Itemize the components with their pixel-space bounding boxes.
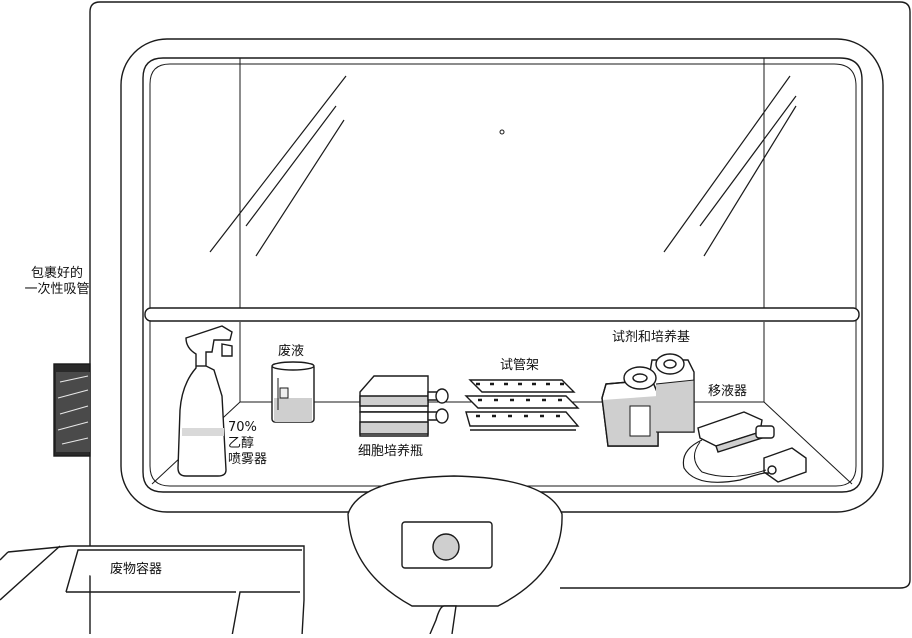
culture-flasks	[359, 375, 449, 437]
label-waste-liquid: 废液	[278, 344, 305, 359]
cabinet-body	[89, 1, 911, 636]
work-area-corner-right	[763, 401, 853, 485]
waste-container	[0, 545, 305, 637]
glass-glare-left	[209, 75, 347, 257]
window-inner-frame	[142, 57, 863, 493]
label-pipettor: 移液器	[708, 384, 748, 399]
wrapped-pipettes	[53, 363, 91, 457]
label-ethanol-spray: 70% 乙醇 喷雾器	[228, 420, 267, 468]
label-waste-container: 废物容器	[110, 562, 163, 577]
reagent-bottles	[601, 353, 695, 447]
armrest	[347, 475, 563, 635]
ethanol-spray-bottle	[177, 325, 233, 477]
pipettor	[682, 411, 807, 483]
sash-dot	[499, 129, 505, 135]
tube-rack	[464, 379, 580, 431]
glass-glare-right	[663, 75, 797, 257]
sash-bottom-bar	[144, 307, 860, 322]
label-ethanol-line3: 喷雾器	[228, 452, 268, 467]
label-ethanol-line1: 70%	[228, 420, 257, 435]
window-inner-frame-2	[149, 63, 857, 487]
waste-beaker	[271, 361, 315, 423]
label-wrapped-pipettes: 包裹好的 一次性吸管	[22, 266, 92, 298]
label-reagents-media: 试剂和培养基	[612, 330, 691, 345]
label-wrapped-pipettes-line2: 一次性吸管	[24, 282, 90, 297]
label-ethanol-line2: 乙醇	[228, 436, 255, 451]
label-wrapped-pipettes-line1: 包裹好的	[30, 266, 83, 281]
label-culture-flasks: 细胞培养瓶	[358, 444, 424, 459]
label-tube-rack: 试管架	[500, 358, 540, 373]
